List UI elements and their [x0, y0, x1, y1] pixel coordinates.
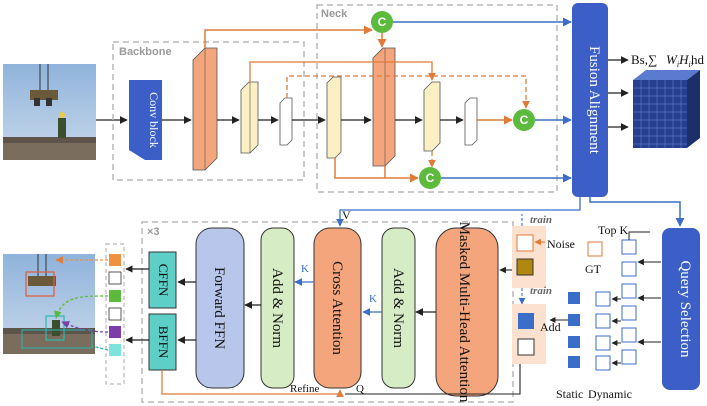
output-query-column: [105, 243, 125, 385]
output-shape-label: Bs,∑ WiHi, hd: [631, 52, 705, 69]
output-query-3: [109, 290, 121, 302]
key-label-1: K: [369, 293, 377, 305]
static-query-4: [568, 356, 580, 368]
svg-text:C: C: [520, 113, 529, 127]
conv-block: Conv block: [129, 80, 162, 160]
train-label-1: train: [530, 214, 552, 226]
topk-query-4: [621, 305, 637, 321]
gt-label: GT: [585, 262, 602, 276]
static-label: Static: [556, 387, 583, 401]
repeat-label: ×3: [147, 226, 160, 238]
neck-feature-map-1: [326, 76, 342, 159]
svg-text:Bs,∑: Bs,∑: [631, 52, 657, 67]
dynamic-query-4: [595, 355, 611, 371]
top-k-label: Top K: [598, 223, 628, 237]
static-query-3: [568, 336, 580, 348]
topk-query-1: [621, 239, 637, 255]
key-label-2: K: [301, 263, 309, 275]
topk-query-3: [621, 283, 637, 299]
static-query-1: [568, 292, 580, 304]
neck-region: [316, 4, 558, 193]
noise-label: Noise: [547, 237, 575, 251]
dynamic-query-1: [595, 291, 611, 307]
concat-node-1: C: [371, 11, 393, 33]
backbone-feature-map-1: [192, 47, 218, 171]
svg-text:Masked Multi-Head Attention: Masked Multi-Head Attention: [456, 222, 472, 403]
output-query-6: [109, 344, 121, 356]
topk-query-6: [621, 349, 637, 365]
svg-text:CFFN: CFFN: [156, 264, 171, 297]
gt-box: [587, 241, 603, 257]
svg-text:Query Selection: Query Selection: [677, 260, 693, 358]
noise-query-2: [516, 258, 534, 276]
output-query-2: [108, 271, 122, 285]
cffn-block: CFFN: [148, 251, 177, 309]
dynamic-label: Dynamic: [588, 387, 632, 401]
svg-text:Fusion Alignment: Fusion Alignment: [586, 46, 602, 155]
concat-node-2: C: [513, 109, 535, 131]
svg-text:Conv block: Conv block: [147, 92, 161, 148]
add-query-2: [517, 338, 535, 356]
dynamic-query-2: [595, 313, 611, 329]
output-image: [3, 254, 95, 354]
neck-feature-map-3: [423, 81, 441, 152]
noise-query-1: [516, 234, 534, 252]
backbone-feature-map-3: [279, 97, 293, 146]
add-label: Add: [540, 320, 561, 334]
svg-text:BFFN: BFFN: [156, 326, 171, 359]
svg-text:hd: hd: [691, 52, 705, 67]
backbone-feature-map-2: [240, 81, 259, 154]
fusion-alignment-block: Fusion Alignment: [572, 3, 608, 197]
feature-tensor-cube: [633, 70, 700, 148]
add-query-1: [518, 313, 534, 329]
backbone-label: Backbone: [119, 46, 172, 58]
svg-text:Add & Norm: Add & Norm: [269, 268, 285, 348]
neck-label: Neck: [321, 8, 348, 20]
svg-text:C: C: [378, 15, 387, 29]
topk-query-5: [621, 327, 637, 343]
add-norm-block-2: Add & Norm: [260, 227, 295, 389]
refine-label: Refine: [290, 383, 319, 395]
output-query-5: [109, 326, 121, 338]
neck-feature-map-2: [372, 47, 396, 167]
query-selection-block: Query Selection: [662, 228, 700, 390]
input-image: [3, 64, 96, 160]
backbone-region: [112, 41, 305, 181]
static-query-2: [568, 314, 580, 326]
neck-feature-map-4: [464, 97, 478, 146]
value-label: V: [342, 208, 351, 222]
add-norm-block-1: Add & Norm: [381, 227, 416, 389]
output-query-1: [109, 254, 121, 266]
train-label-2: train: [530, 285, 552, 297]
topk-query-2: [621, 261, 637, 277]
bffn-block: BFFN: [148, 313, 177, 371]
concat-node-3: C: [419, 167, 441, 189]
masked-attention-block: Masked Multi-Head Attention: [435, 222, 499, 403]
svg-text:C: C: [426, 171, 435, 185]
query-label: Q: [356, 383, 364, 395]
svg-text:Cross Attention: Cross Attention: [329, 261, 345, 355]
cross-attention-block: Cross Attention: [313, 227, 362, 389]
dynamic-query-3: [595, 335, 611, 351]
forward-ffn-block: Forward FFN: [195, 227, 245, 389]
svg-text:Forward FFN: Forward FFN: [211, 267, 227, 349]
svg-text:WiHi,: WiHi,: [666, 52, 694, 69]
svg-text:Add & Norm: Add & Norm: [390, 268, 406, 348]
output-query-4: [108, 307, 122, 321]
